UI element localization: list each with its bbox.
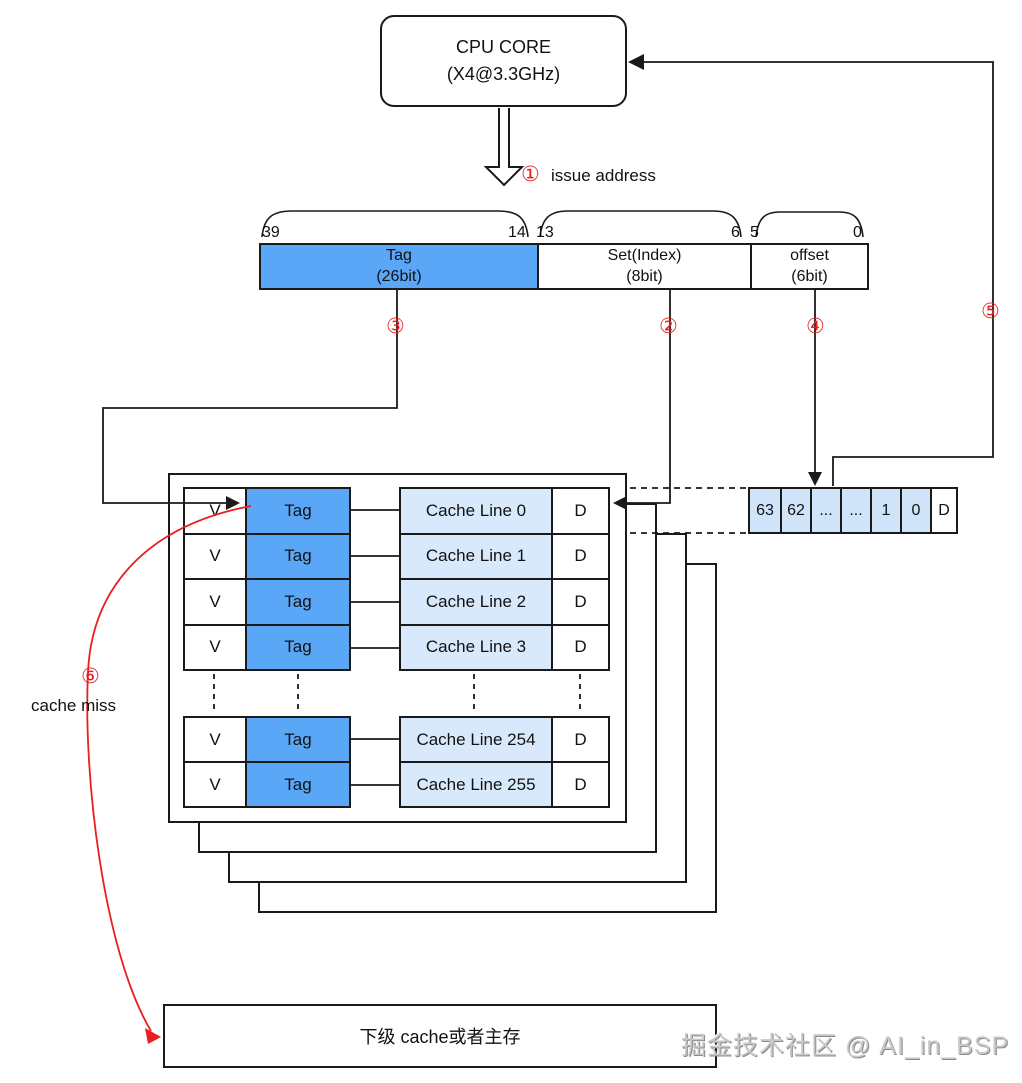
valid-bit-cell: V: [185, 580, 245, 624]
table-row: V Tag: [185, 578, 349, 624]
tag-brace: [261, 210, 529, 238]
dirty-bit-cell: D: [551, 534, 608, 578]
table-row: Cache Line 2 D: [401, 578, 608, 624]
cache-line-cell: Cache Line 255: [401, 763, 551, 806]
bit-label-14: 14: [508, 224, 526, 241]
step5-badge: ⑤: [981, 300, 1000, 323]
bit-label-0: 0: [853, 224, 862, 241]
dirty-bit-cell: D: [551, 718, 608, 761]
table-row: Cache Line 1 D: [401, 532, 608, 578]
valid-bit-cell: V: [185, 489, 245, 533]
table-row: Cache Line 0 D: [401, 489, 608, 533]
dirty-bit-cell: D: [551, 763, 608, 806]
bit-label-6: 6: [731, 224, 740, 241]
set-brace: [539, 210, 742, 238]
tag-cell: Tag: [245, 763, 349, 806]
cache-line-cell: Cache Line 3: [401, 625, 551, 669]
cpu-core-title: CPU CORE: [455, 37, 551, 57]
step6-badge: ⑥: [81, 665, 100, 688]
tag-cell: Tag: [245, 489, 349, 533]
cache-line-cell: Cache Line 254: [401, 718, 551, 761]
valid-bit-cell: V: [185, 625, 245, 669]
word-cell-1: 1: [870, 489, 900, 532]
table-row: V Tag: [185, 623, 349, 669]
bit-label-5: 5: [750, 224, 759, 241]
set-field-bits: (8bit): [626, 267, 663, 285]
tag-cell: Tag: [245, 580, 349, 624]
table-row: Cache Line 255 D: [401, 761, 608, 806]
issue-address-label: issue address: [551, 166, 656, 185]
valid-bit-cell: V: [185, 534, 245, 578]
dirty-bit-cell: D: [551, 580, 608, 624]
lower-level-memory-label: 下级 cache或者主存: [359, 1027, 521, 1047]
word-cell-63: 63: [750, 489, 780, 532]
address-field-set: Set(Index) (8bit): [537, 245, 750, 288]
cache-miss-label: cache miss: [31, 696, 117, 715]
word-cell-d: D: [930, 489, 956, 532]
cache-line-word-block: 63 62 ... ... 1 0 D: [748, 487, 958, 534]
cache-line-table-top: Cache Line 0 D Cache Line 1 D Cache Line…: [399, 487, 610, 671]
cpu-core-box: CPU CORE (X4@3.3GHz): [380, 15, 627, 107]
tag-cell: Tag: [245, 718, 349, 761]
watermark: 掘金技术社区 @ AI_in_BSP: [681, 1032, 1010, 1060]
step2-badge: ②: [659, 315, 678, 338]
valid-bit-cell: V: [185, 763, 245, 806]
cache-line-cell: Cache Line 1: [401, 534, 551, 578]
dirty-bit-cell: D: [551, 489, 608, 533]
table-row: V Tag: [185, 761, 349, 806]
tag-cell: Tag: [245, 534, 349, 578]
set-field-name: Set(Index): [607, 246, 682, 264]
issue-address-arrow-icon: [483, 108, 525, 187]
word-cell-ellipsis: ...: [840, 489, 870, 532]
bit-label-13: 13: [536, 224, 554, 241]
dirty-bit-cell: D: [551, 625, 608, 669]
valid-bit-cell: V: [185, 718, 245, 761]
cache-line-cell: Cache Line 2: [401, 580, 551, 624]
step1-badge: ①: [521, 163, 540, 186]
step3-badge: ③: [386, 315, 405, 338]
table-row: Cache Line 254 D: [401, 718, 608, 761]
valid-tag-table-top: V Tag V Tag V Tag V Tag: [183, 487, 351, 671]
table-row: V Tag: [185, 718, 349, 761]
lower-level-memory-box: 下级 cache或者主存: [163, 1004, 717, 1068]
offset-field-bits: (6bit): [791, 267, 828, 285]
table-row: Cache Line 3 D: [401, 623, 608, 669]
tag-cell: Tag: [245, 625, 349, 669]
word-cell-0: 0: [900, 489, 930, 532]
address-field-offset: offset (6bit): [750, 245, 867, 288]
cache-line-table-bottom: Cache Line 254 D Cache Line 255 D: [399, 716, 610, 808]
tag-field-bits: (26bit): [376, 267, 422, 285]
address-bitfield: Tag (26bit) Set(Index) (8bit) offset (6b…: [259, 243, 869, 290]
cache-line-cell: Cache Line 0: [401, 489, 551, 533]
offset-brace: [755, 211, 864, 238]
table-row: V Tag: [185, 532, 349, 578]
address-field-tag: Tag (26bit): [261, 245, 537, 288]
valid-tag-table-bottom: V Tag V Tag: [183, 716, 351, 808]
word-cell-62: 62: [780, 489, 810, 532]
cpu-core-freq: (X4@3.3GHz): [446, 64, 561, 84]
offset-field-name: offset: [790, 246, 829, 264]
table-row: V Tag: [185, 489, 349, 533]
bit-label-39: 39: [262, 224, 280, 241]
step4-badge: ④: [806, 315, 825, 338]
word-cell-ellipsis: ...: [810, 489, 840, 532]
tag-field-name: Tag: [386, 246, 412, 264]
